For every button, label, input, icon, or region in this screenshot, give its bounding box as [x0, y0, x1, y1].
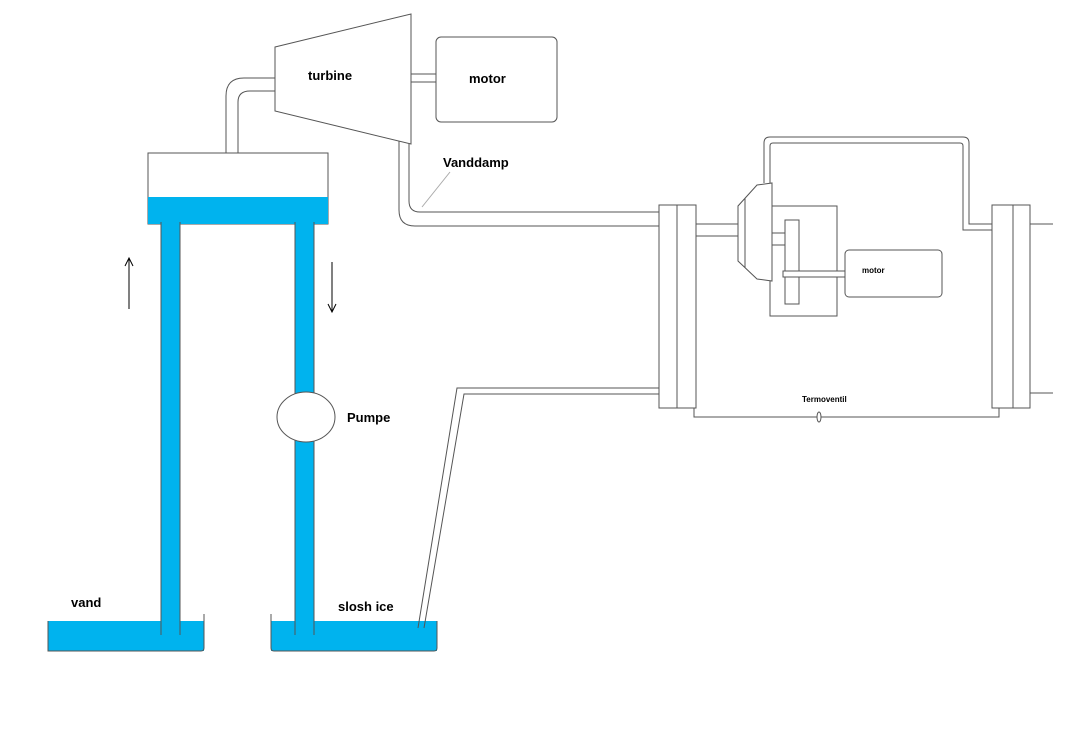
termoventil-line	[693, 408, 1000, 423]
left-water-column	[160, 222, 181, 635]
outlet-pipes	[1030, 223, 1053, 394]
termoventil-label: Termoventil	[802, 395, 847, 404]
top-motor	[435, 36, 558, 123]
small-motor	[844, 249, 943, 298]
down-arrow-icon	[327, 262, 337, 314]
vand-label: vand	[71, 595, 101, 610]
turbine-label: turbine	[308, 68, 352, 83]
left-end-plates	[658, 204, 697, 409]
top-reservoir	[147, 152, 329, 225]
turbine-icon	[274, 13, 412, 145]
vanddamp-leader	[421, 171, 451, 208]
steam-pipe-to-turbine	[225, 77, 275, 153]
turbine-shaft	[411, 73, 436, 83]
vanddamp-label: Vanddamp	[443, 155, 509, 170]
top-loop-pipe	[763, 136, 992, 231]
pumpe-label: Pumpe	[347, 410, 390, 425]
right-end-plates	[991, 204, 1031, 409]
slosh-ice-label: slosh ice	[338, 599, 394, 614]
compressor-inlet	[696, 223, 738, 237]
compressor-housing	[737, 182, 838, 317]
top-motor-label: motor	[469, 71, 506, 86]
small-motor-label: motor	[862, 266, 885, 275]
left-water-basin	[47, 614, 205, 652]
return-pipe	[417, 387, 659, 629]
up-arrow-icon	[124, 256, 134, 309]
pump-icon	[276, 391, 336, 443]
vapor-pipe	[398, 141, 660, 227]
gear-assembly	[771, 219, 846, 305]
